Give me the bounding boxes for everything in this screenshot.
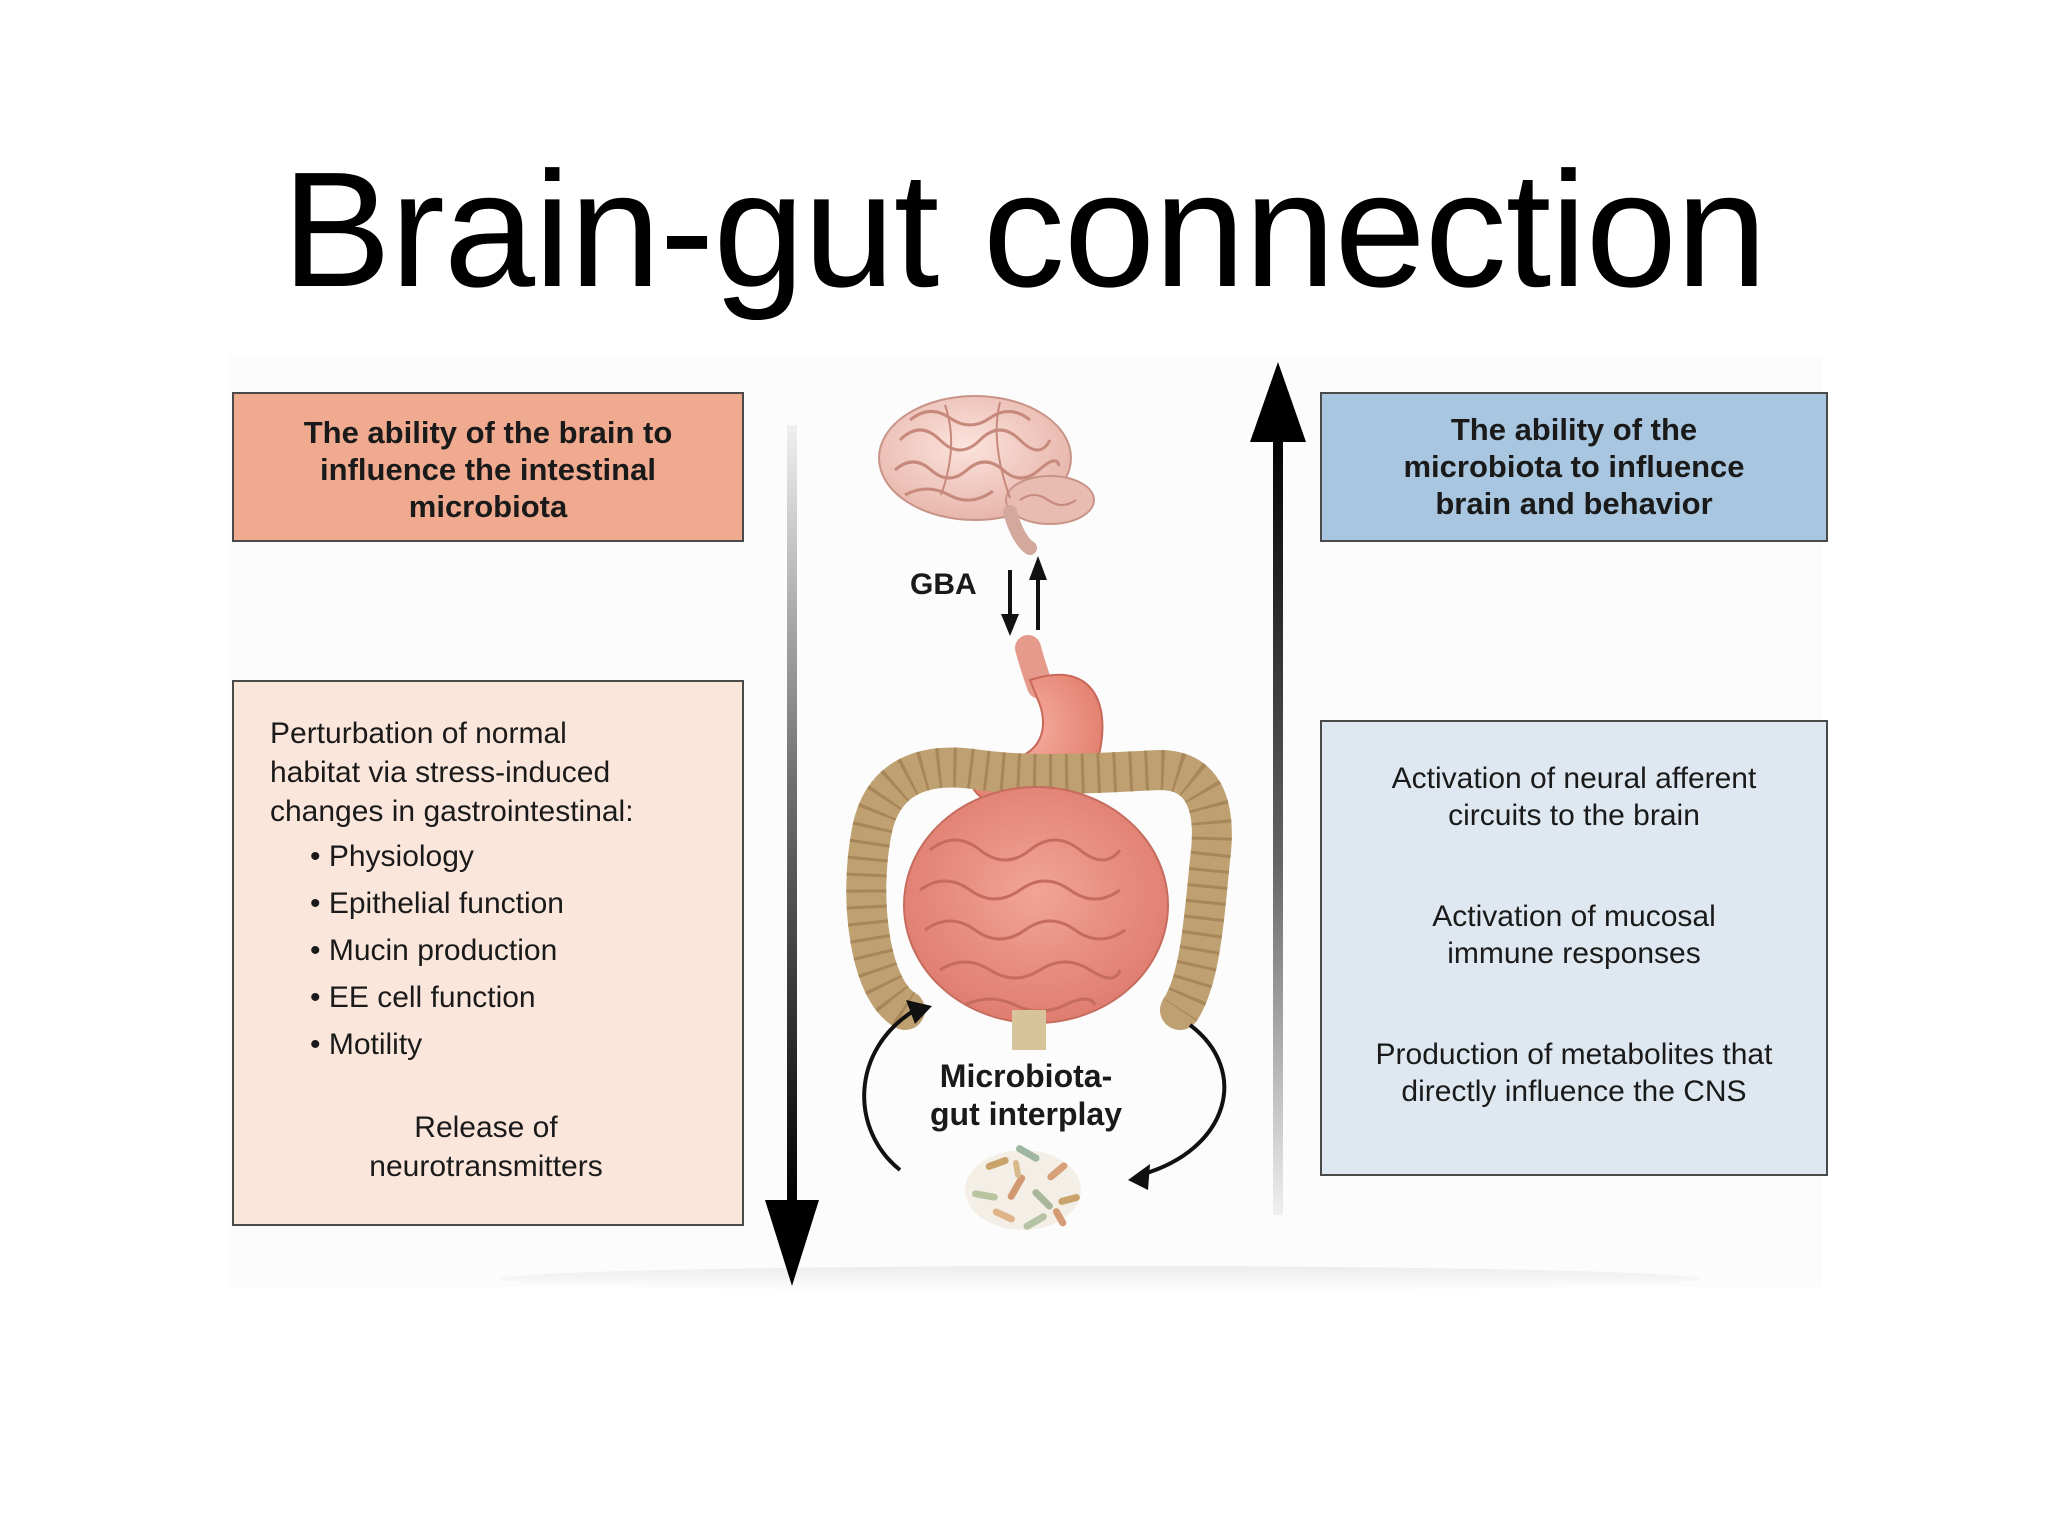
gut-to-brain-arrow: [1250, 362, 1306, 1215]
effect-item: Activation of mucosal immune responses: [1322, 898, 1826, 972]
microbiota-influence-header: The ability of the microbiota to influen…: [1320, 392, 1828, 542]
header-line: The ability of the brain to: [303, 415, 673, 450]
body-line: Perturbation of normal: [270, 717, 567, 750]
body-line: Production of metabolites that: [1375, 1038, 1773, 1071]
body-line: neurotransmitters: [369, 1150, 603, 1183]
gi-changes-list: Physiology Epithelial function Mucin pro…: [270, 833, 722, 1068]
bacteria-icon: [965, 1145, 1081, 1230]
intestine-icon: [846, 747, 1232, 1050]
effect-item: Production of metabolites that directly …: [1322, 1036, 1826, 1110]
brain-influence-header: The ability of the brain to influence th…: [232, 392, 744, 542]
body-line: changes in gastrointestinal:: [270, 795, 634, 828]
perturbation-text: Perturbation of normal habitat via stres…: [270, 714, 722, 831]
header-line: influence the intestinal: [320, 452, 656, 487]
interplay-cycle-arrows: [862, 1000, 1227, 1190]
body-line: Release of: [414, 1111, 558, 1144]
body-line: habitat via stress-induced: [270, 756, 611, 789]
body-line: Activation of mucosal: [1432, 900, 1716, 933]
microbiota-effects-box: Activation of neural afferent circuits t…: [1320, 720, 1828, 1176]
brain-icon: [878, 395, 1095, 555]
microbiota-gut-interplay-label: Microbiota- gut interplay: [906, 1057, 1146, 1133]
slide-title: Brain-gut connection: [281, 138, 1767, 321]
gba-arrows: [1001, 556, 1047, 636]
body-line: directly influence the CNS: [1401, 1075, 1747, 1108]
body-line: circuits to the brain: [1448, 799, 1700, 832]
header-line: microbiota: [408, 489, 568, 524]
header-line: The ability of the: [1450, 412, 1698, 447]
header-line: brain and behavior: [1435, 486, 1713, 521]
neurotransmitter-release-text: Release of neurotransmitters: [270, 1108, 722, 1186]
list-item: Epithelial function: [310, 880, 722, 927]
effect-item: Activation of neural afferent circuits t…: [1322, 760, 1826, 834]
figure-shadow: [500, 1266, 1700, 1292]
label-line: Microbiota-: [939, 1058, 1113, 1094]
body-line: immune responses: [1447, 937, 1701, 970]
list-item: Mucin production: [310, 927, 722, 974]
body-line: Activation of neural afferent: [1391, 762, 1757, 795]
list-item: Motility: [310, 1021, 722, 1068]
list-item: Physiology: [310, 833, 722, 880]
list-item: EE cell function: [310, 974, 722, 1021]
gba-label: GBA: [910, 568, 977, 601]
label-line: gut interplay: [929, 1096, 1122, 1132]
brain-to-gut-arrow: [765, 425, 819, 1286]
header-line: microbiota to influence: [1403, 449, 1745, 484]
stress-effects-box: Perturbation of normal habitat via stres…: [232, 680, 744, 1226]
